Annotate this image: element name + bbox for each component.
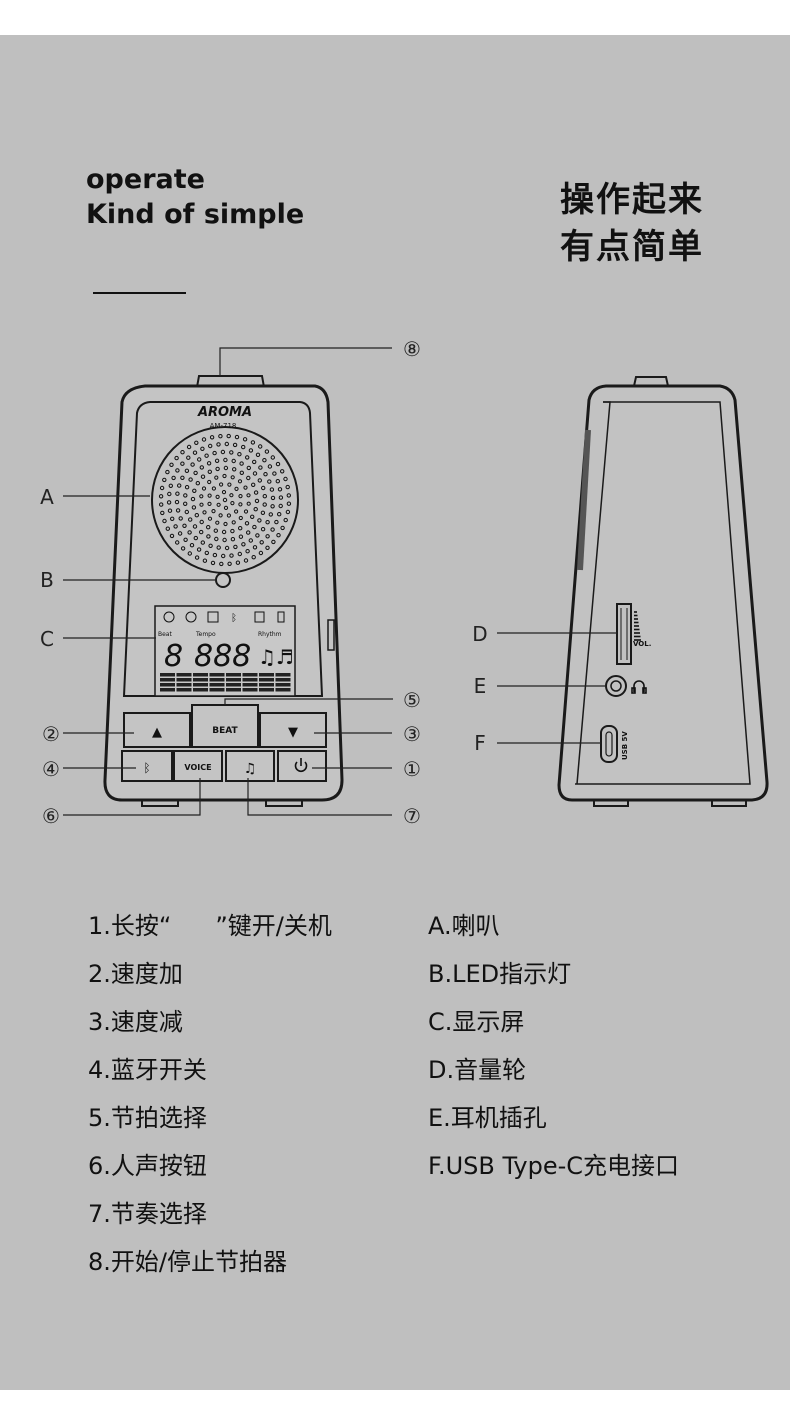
up-button-glyph[interactable]: ▲ — [152, 725, 162, 740]
callout-D: D — [472, 622, 487, 646]
legend-item-7: 7.节奏选择 — [88, 1200, 207, 1228]
callout-B: B — [40, 568, 54, 592]
side-view — [557, 376, 769, 807]
lcd-bluetooth-icon: ᛒ — [231, 613, 237, 624]
legend-item-1: 1.长按“ ”键开/关机 — [88, 911, 332, 941]
power-icon[interactable] — [294, 758, 308, 773]
legend-item-A: A.喇叭 — [428, 912, 500, 940]
heading-cn-line1: 操作起来 — [560, 180, 704, 220]
usb-label: USB 5V — [621, 731, 629, 760]
heading-underline — [93, 292, 186, 294]
callout-3: ③ — [403, 722, 421, 746]
voice-button-label[interactable]: VOICE — [184, 763, 211, 772]
model-label: AM-718 — [210, 422, 237, 430]
callout-4: ④ — [42, 757, 60, 781]
lcd-label-rhythm: Rhythm — [258, 631, 282, 638]
lcd-label-beat: Beat — [158, 631, 172, 638]
callout-5: ⑤ — [403, 688, 421, 712]
speaker-holes — [158, 433, 292, 567]
headphone-icon — [631, 680, 647, 694]
lcd-tempo-digits: 888 — [194, 639, 251, 674]
callout-6: ⑥ — [42, 804, 60, 828]
legend-item-2: 2.速度加 — [88, 960, 183, 988]
front-view — [103, 375, 344, 807]
vol-label: VOL. — [633, 640, 651, 648]
heading-cn-line2: 有点简单 — [560, 227, 704, 267]
legend-item-5: 5.节拍选择 — [88, 1104, 207, 1132]
heading-en-line1: operate — [86, 164, 205, 195]
callout-C: C — [40, 627, 54, 651]
legend-item-4: 4.蓝牙开关 — [88, 1056, 207, 1084]
callout-1: ① — [403, 757, 421, 781]
legend-item-B: B.LED指示灯 — [428, 960, 572, 988]
callout-A: A — [40, 485, 54, 509]
legend-item-F: F.USB Type-C充电接口 — [428, 1152, 680, 1180]
legend-item-1-suffix: ”键开/关机 — [215, 912, 332, 940]
beat-button-label[interactable]: BEAT — [212, 726, 238, 736]
volume-scale — [634, 611, 641, 641]
lcd-bar-graph — [160, 673, 291, 692]
callout-2: ② — [42, 722, 60, 746]
callout-F: F — [474, 731, 486, 755]
lcd-label-tempo: Tempo — [195, 631, 216, 638]
callout-8: ⑧ — [403, 337, 421, 361]
brand-logo: AROMA — [197, 405, 252, 420]
lcd-icons — [163, 611, 285, 623]
bluetooth-icon[interactable]: ᛒ — [143, 761, 150, 775]
down-button-glyph[interactable]: ▼ — [288, 725, 298, 740]
legend-item-E: E.耳机插孔 — [428, 1104, 547, 1132]
lcd-beat-digits: 8 — [164, 639, 183, 674]
device-diagram: AROMA AM-718 ᛒ Beat Tempo Rhythm 8 888 ♫… — [40, 337, 769, 828]
legend-item-8: 8.开始/停止节拍器 — [88, 1248, 287, 1276]
callout-7: ⑦ — [403, 804, 421, 828]
music-note-icon[interactable]: ♫ — [244, 761, 257, 777]
leader-lines — [63, 347, 393, 816]
legend-item-D: D.音量轮 — [428, 1056, 527, 1084]
side-leader-lines — [497, 632, 617, 744]
legend-item-6: 6.人声按钮 — [88, 1152, 207, 1180]
lcd-rhythm-notes: ♫♬ — [258, 645, 294, 669]
legend-item-1-prefix: 1.长按“ — [88, 912, 172, 940]
legend-item-3: 3.速度减 — [88, 1008, 183, 1036]
usb-c-port-icon — [600, 725, 618, 763]
callout-E: E — [474, 674, 487, 698]
legend-item-C: C.显示屏 — [428, 1008, 525, 1036]
heading-en-line2: Kind of simple — [86, 199, 305, 230]
